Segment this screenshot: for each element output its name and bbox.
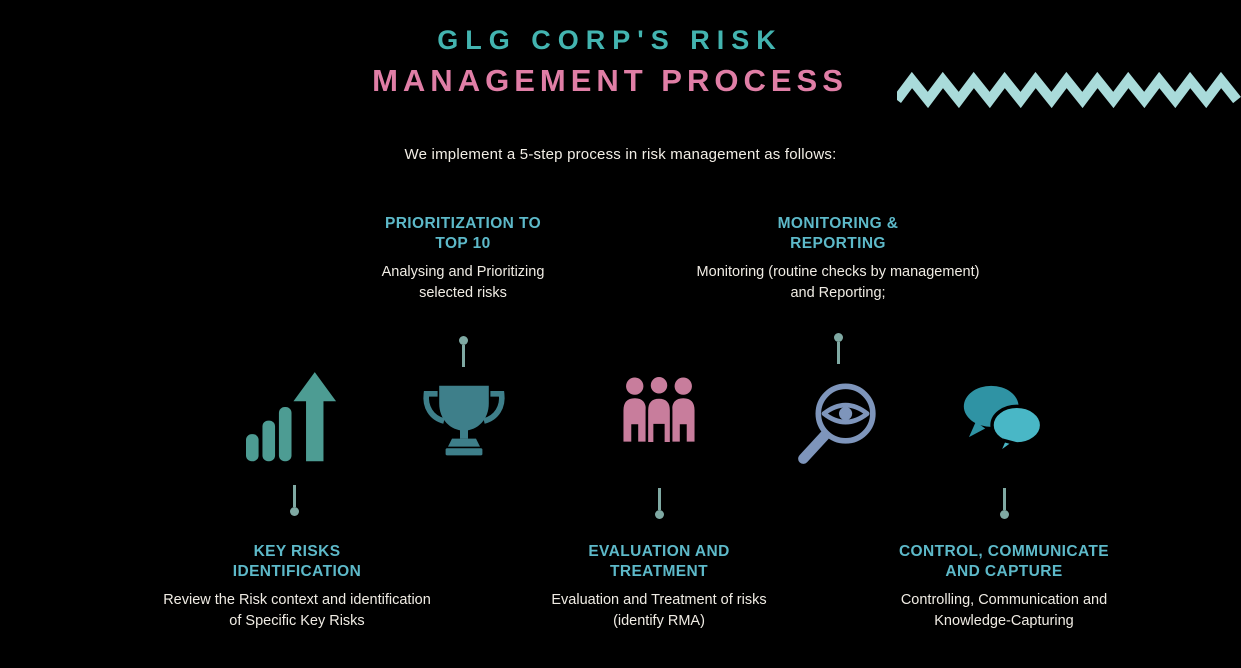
eye-magnifier-icon — [792, 376, 886, 470]
step3-text: EVALUATION AND TREATMENT Evaluation and … — [524, 542, 794, 631]
title-line-2: MANAGEMENT PROCESS — [372, 63, 848, 99]
step3-description: Evaluation and Treatment of risks (ident… — [551, 592, 767, 629]
title-line-1: GLG CORP'S RISK — [437, 25, 783, 55]
connector-step5 — [997, 488, 1011, 519]
step1-title: KEY RISKS IDENTIFICATION — [232, 543, 362, 581]
zigzag-decoration — [893, 71, 1241, 109]
people-group-icon — [613, 374, 705, 452]
connector-step4 — [831, 333, 845, 364]
connector-step1 — [287, 485, 301, 516]
connector-step2 — [456, 336, 470, 367]
step4-text: MONITORING & REPORTING Monitoring (routi… — [673, 214, 1003, 303]
chat-bubbles-icon — [957, 380, 1051, 460]
step3-title: EVALUATION AND TREATMENT — [588, 543, 730, 581]
step1-description: Review the Risk context and identificati… — [163, 592, 431, 629]
step2-text: PRIORITIZATION TO TOP 10 Analysing and P… — [338, 214, 588, 303]
step4-title: MONITORING & REPORTING — [777, 215, 899, 253]
step1-text: KEY RISKS IDENTIFICATION Review the Risk… — [142, 542, 452, 631]
bar-chart-growth-icon — [246, 372, 338, 474]
step5-text: CONTROL, COMMUNICATE AND CAPTURE Control… — [874, 542, 1134, 631]
step5-description: Controlling, Communication and Knowledge… — [900, 592, 1108, 629]
step2-description: Analysing and Prioritizing selected risk… — [381, 264, 545, 301]
trophy-icon — [420, 374, 508, 468]
step5-title: CONTROL, COMMUNICATE AND CAPTURE — [898, 543, 1110, 581]
page-title: GLG CORP'S RISK MANAGEMENT PROCESS — [330, 24, 890, 100]
step2-title: PRIORITIZATION TO TOP 10 — [384, 215, 542, 253]
connector-step3 — [652, 488, 666, 519]
step4-description: Monitoring (routine checks by management… — [696, 264, 980, 301]
intro-subtitle: We implement a 5-step process in risk ma… — [404, 146, 837, 163]
